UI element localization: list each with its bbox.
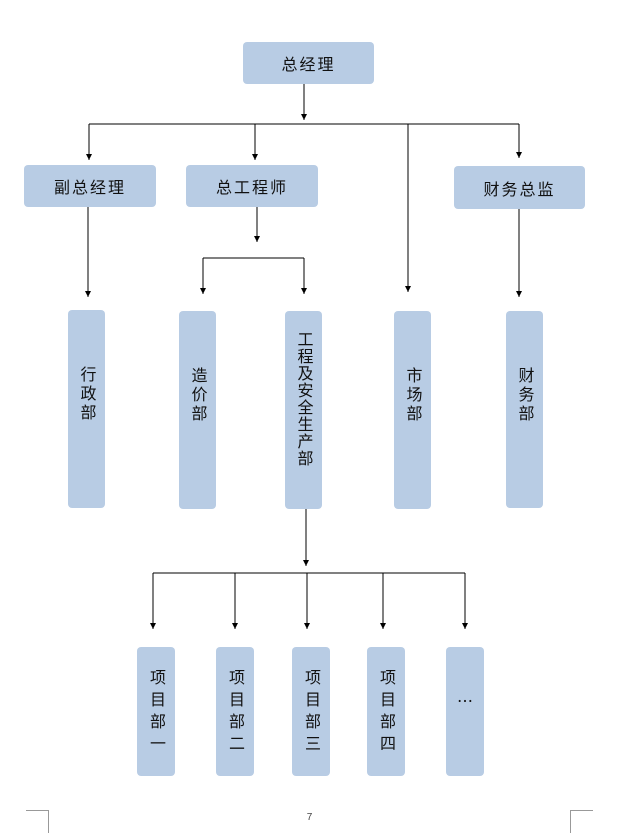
node-label: 总工程师 <box>215 178 288 197</box>
page-number: 7 <box>306 812 313 823</box>
node-costing-department: 造价部 <box>179 311 216 509</box>
node-admin-department: 行政部 <box>68 310 105 508</box>
node-project-2: 项目部二 <box>216 647 254 776</box>
node-project-3: 项目部三 <box>292 647 330 776</box>
node-label: 财务部 <box>515 367 535 424</box>
node-project-4: 项目部四 <box>367 647 405 776</box>
node-general-manager: 总经理 <box>243 42 374 84</box>
node-label: 造价部 <box>188 367 208 424</box>
node-label: 副总经理 <box>53 178 126 197</box>
node-chief-engineer: 总工程师 <box>186 165 318 207</box>
node-label: 项目部四 <box>377 669 396 757</box>
page-corner-mark-left <box>26 810 49 833</box>
page-corner-mark-right <box>570 810 593 833</box>
node-label: 行政部 <box>77 366 97 423</box>
node-label: 项目部二 <box>226 669 245 757</box>
node-label: 项目部三 <box>302 669 321 757</box>
node-label: 市场部 <box>403 367 423 424</box>
node-finance-director: 财务总监 <box>454 166 585 209</box>
node-label: … <box>457 687 473 706</box>
node-label: 项目部一 <box>147 669 166 757</box>
node-label: 工程及安全生产部 <box>294 331 314 467</box>
node-project-more: … <box>446 647 484 776</box>
node-label: 财务总监 <box>483 179 556 199</box>
node-label: 总经理 <box>281 55 336 74</box>
node-engineering-safety-department: 工程及安全生产部 <box>285 311 322 509</box>
node-market-department: 市场部 <box>394 311 431 509</box>
node-project-1: 项目部一 <box>137 647 175 776</box>
node-vice-general-manager: 副总经理 <box>24 165 156 207</box>
node-finance-department: 财务部 <box>506 311 543 508</box>
